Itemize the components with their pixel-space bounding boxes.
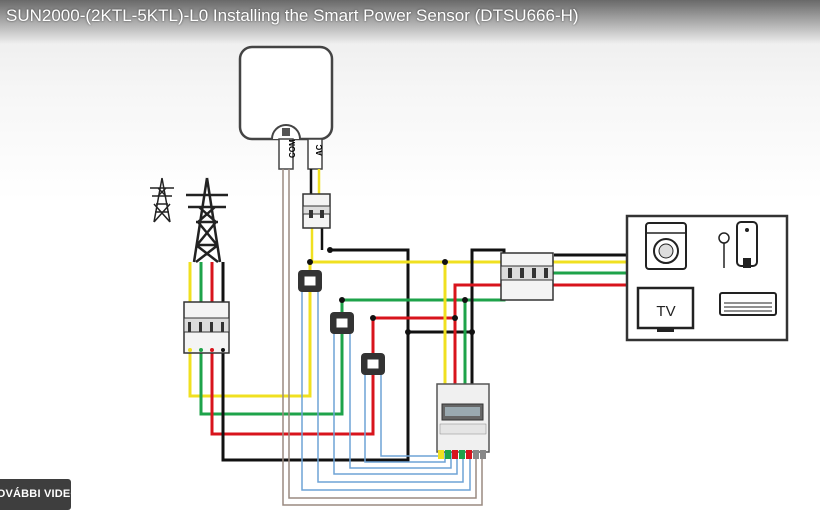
junction-dots — [307, 247, 475, 335]
current-transformer-icon — [298, 270, 385, 375]
com-port-label: COM — [288, 139, 297, 158]
air-conditioner-icon — [719, 292, 777, 316]
inverter: COM AC — [238, 45, 334, 170]
grid-breaker-icon — [183, 301, 230, 354]
more-videos-button[interactable]: TOVÁBBI VIDEÓK — [0, 479, 71, 510]
power-pylon-icon — [186, 177, 228, 263]
more-videos-label: TOVÁBBI VIDEÓK — [0, 488, 71, 500]
video-title[interactable]: SUN2000-(2KTL-5KTL)-L0 Installing the Sm… — [6, 6, 579, 25]
tv-icon: TV — [636, 286, 695, 332]
inverter-ac-wires — [309, 169, 324, 262]
title-overlay: SUN2000-(2KTL-5KTL)-L0 Installing the Sm… — [0, 0, 820, 44]
load-wires — [308, 248, 627, 385]
small-pylon-icon — [150, 177, 174, 223]
tv-label: TV — [656, 303, 675, 320]
washing-machine-icon — [645, 222, 687, 270]
household-loads: TV — [625, 214, 789, 342]
load-breaker-icon — [500, 252, 554, 301]
ac-port-label: AC — [315, 144, 324, 156]
water-heater-icon — [718, 221, 758, 268]
power-meter-icon — [436, 383, 490, 459]
signal-wires — [282, 169, 483, 506]
breaker-icon — [302, 193, 331, 229]
